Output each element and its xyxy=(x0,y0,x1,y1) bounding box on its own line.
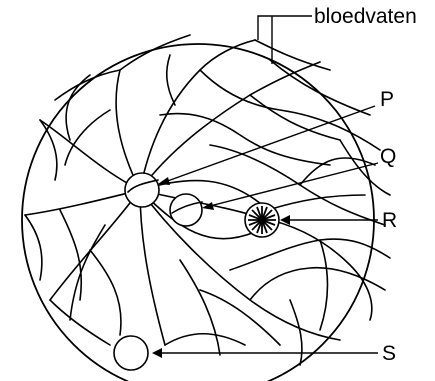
blood-vessels xyxy=(25,35,390,365)
label-s: S xyxy=(382,342,396,365)
marker-circle-q xyxy=(170,194,202,226)
marker-circle-s xyxy=(114,336,148,370)
fovea-star xyxy=(245,203,279,237)
label-bloedvaten: bloedvaten xyxy=(314,5,417,28)
label-p: P xyxy=(380,88,394,111)
label-q: Q xyxy=(380,145,396,168)
leader-lines xyxy=(152,16,378,358)
label-r: R xyxy=(382,209,397,232)
